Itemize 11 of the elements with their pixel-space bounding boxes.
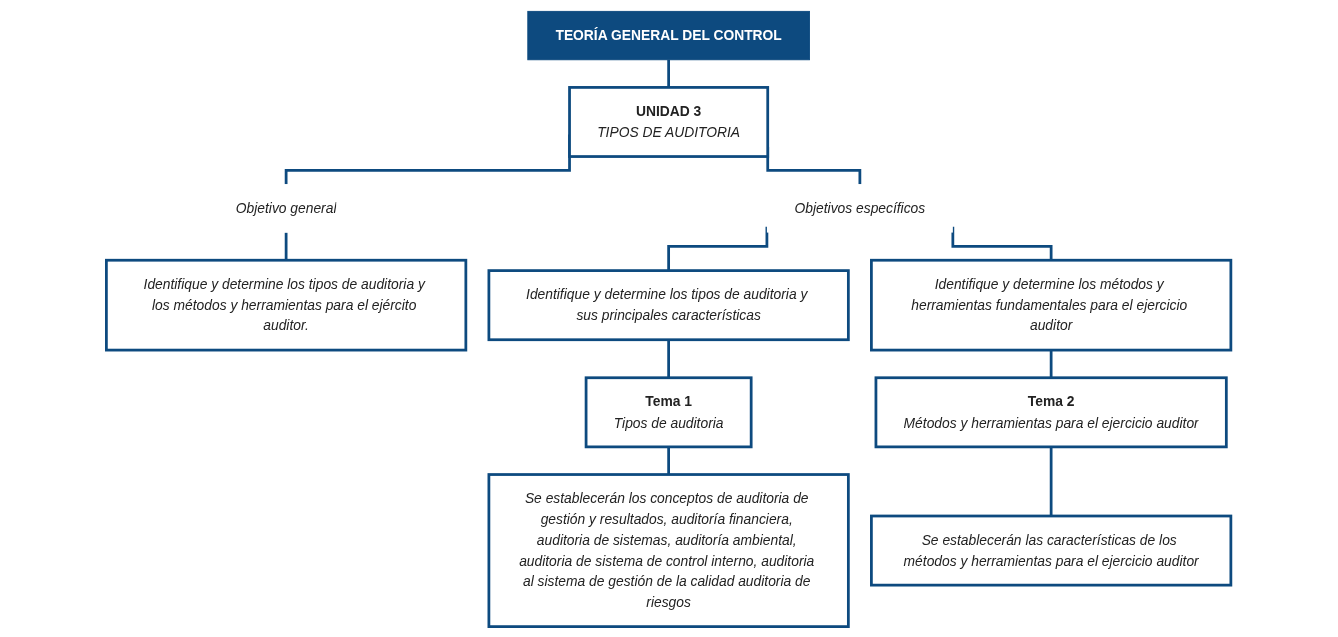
node-box: Tema 1 Tipos de auditoria	[585, 375, 753, 448]
node-box: Se establecerán las características de los métodos y herramientas para el ejercicio auditor	[870, 514, 1233, 586]
node-box: Identifique y determine los métodos y herramientas fundamentales para el ejercicio auditor	[870, 258, 1233, 351]
node-box: TEORÍA GENERAL DEL CONTROL	[527, 10, 811, 60]
node-box: UNIDAD 3 TIPOS DE AUDITORIA	[568, 85, 770, 158]
node-box: Se establecerán los conceptos de auditoria de gestión y resultados, auditoría financiera, auditoria de sistemas, auditoría ambiental, auditoria de sistema de control interno, auditoria al sistema de gestión de la calidad auditoria de riesgos	[487, 472, 851, 628]
node-box: Identifique y determine los tipos de auditoria y sus principales características	[487, 268, 851, 341]
node-box: Identifique y determine los tipos de auditoria y los métodos y herramientas para el ejército auditor.	[105, 258, 468, 351]
node-text: Objetivos específicos	[794, 199, 926, 216]
node-box: Tema 2 Métodos y herramientas para el ejercicio auditor	[874, 375, 1229, 448]
node-text: Objetivo general	[236, 199, 337, 216]
